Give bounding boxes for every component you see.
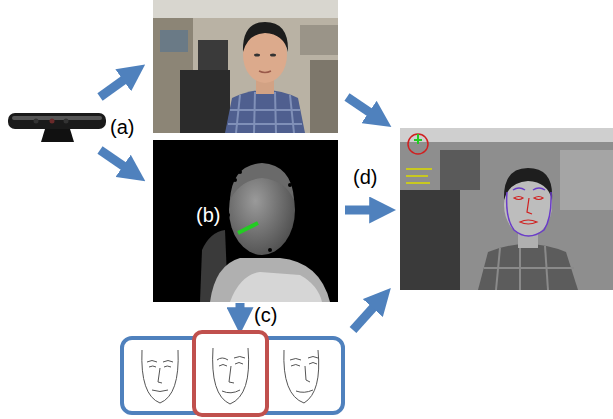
- kinect-sensor: [8, 113, 106, 142]
- rgb-photo: [153, 0, 338, 133]
- output-image: [400, 128, 613, 290]
- callout-label: (c): [254, 303, 277, 327]
- callout-label: (a): [110, 115, 134, 139]
- face-templates: [122, 332, 343, 415]
- callout-label: (d): [353, 165, 377, 189]
- depth-image: [153, 140, 338, 302]
- callout-label: (b): [196, 203, 220, 227]
